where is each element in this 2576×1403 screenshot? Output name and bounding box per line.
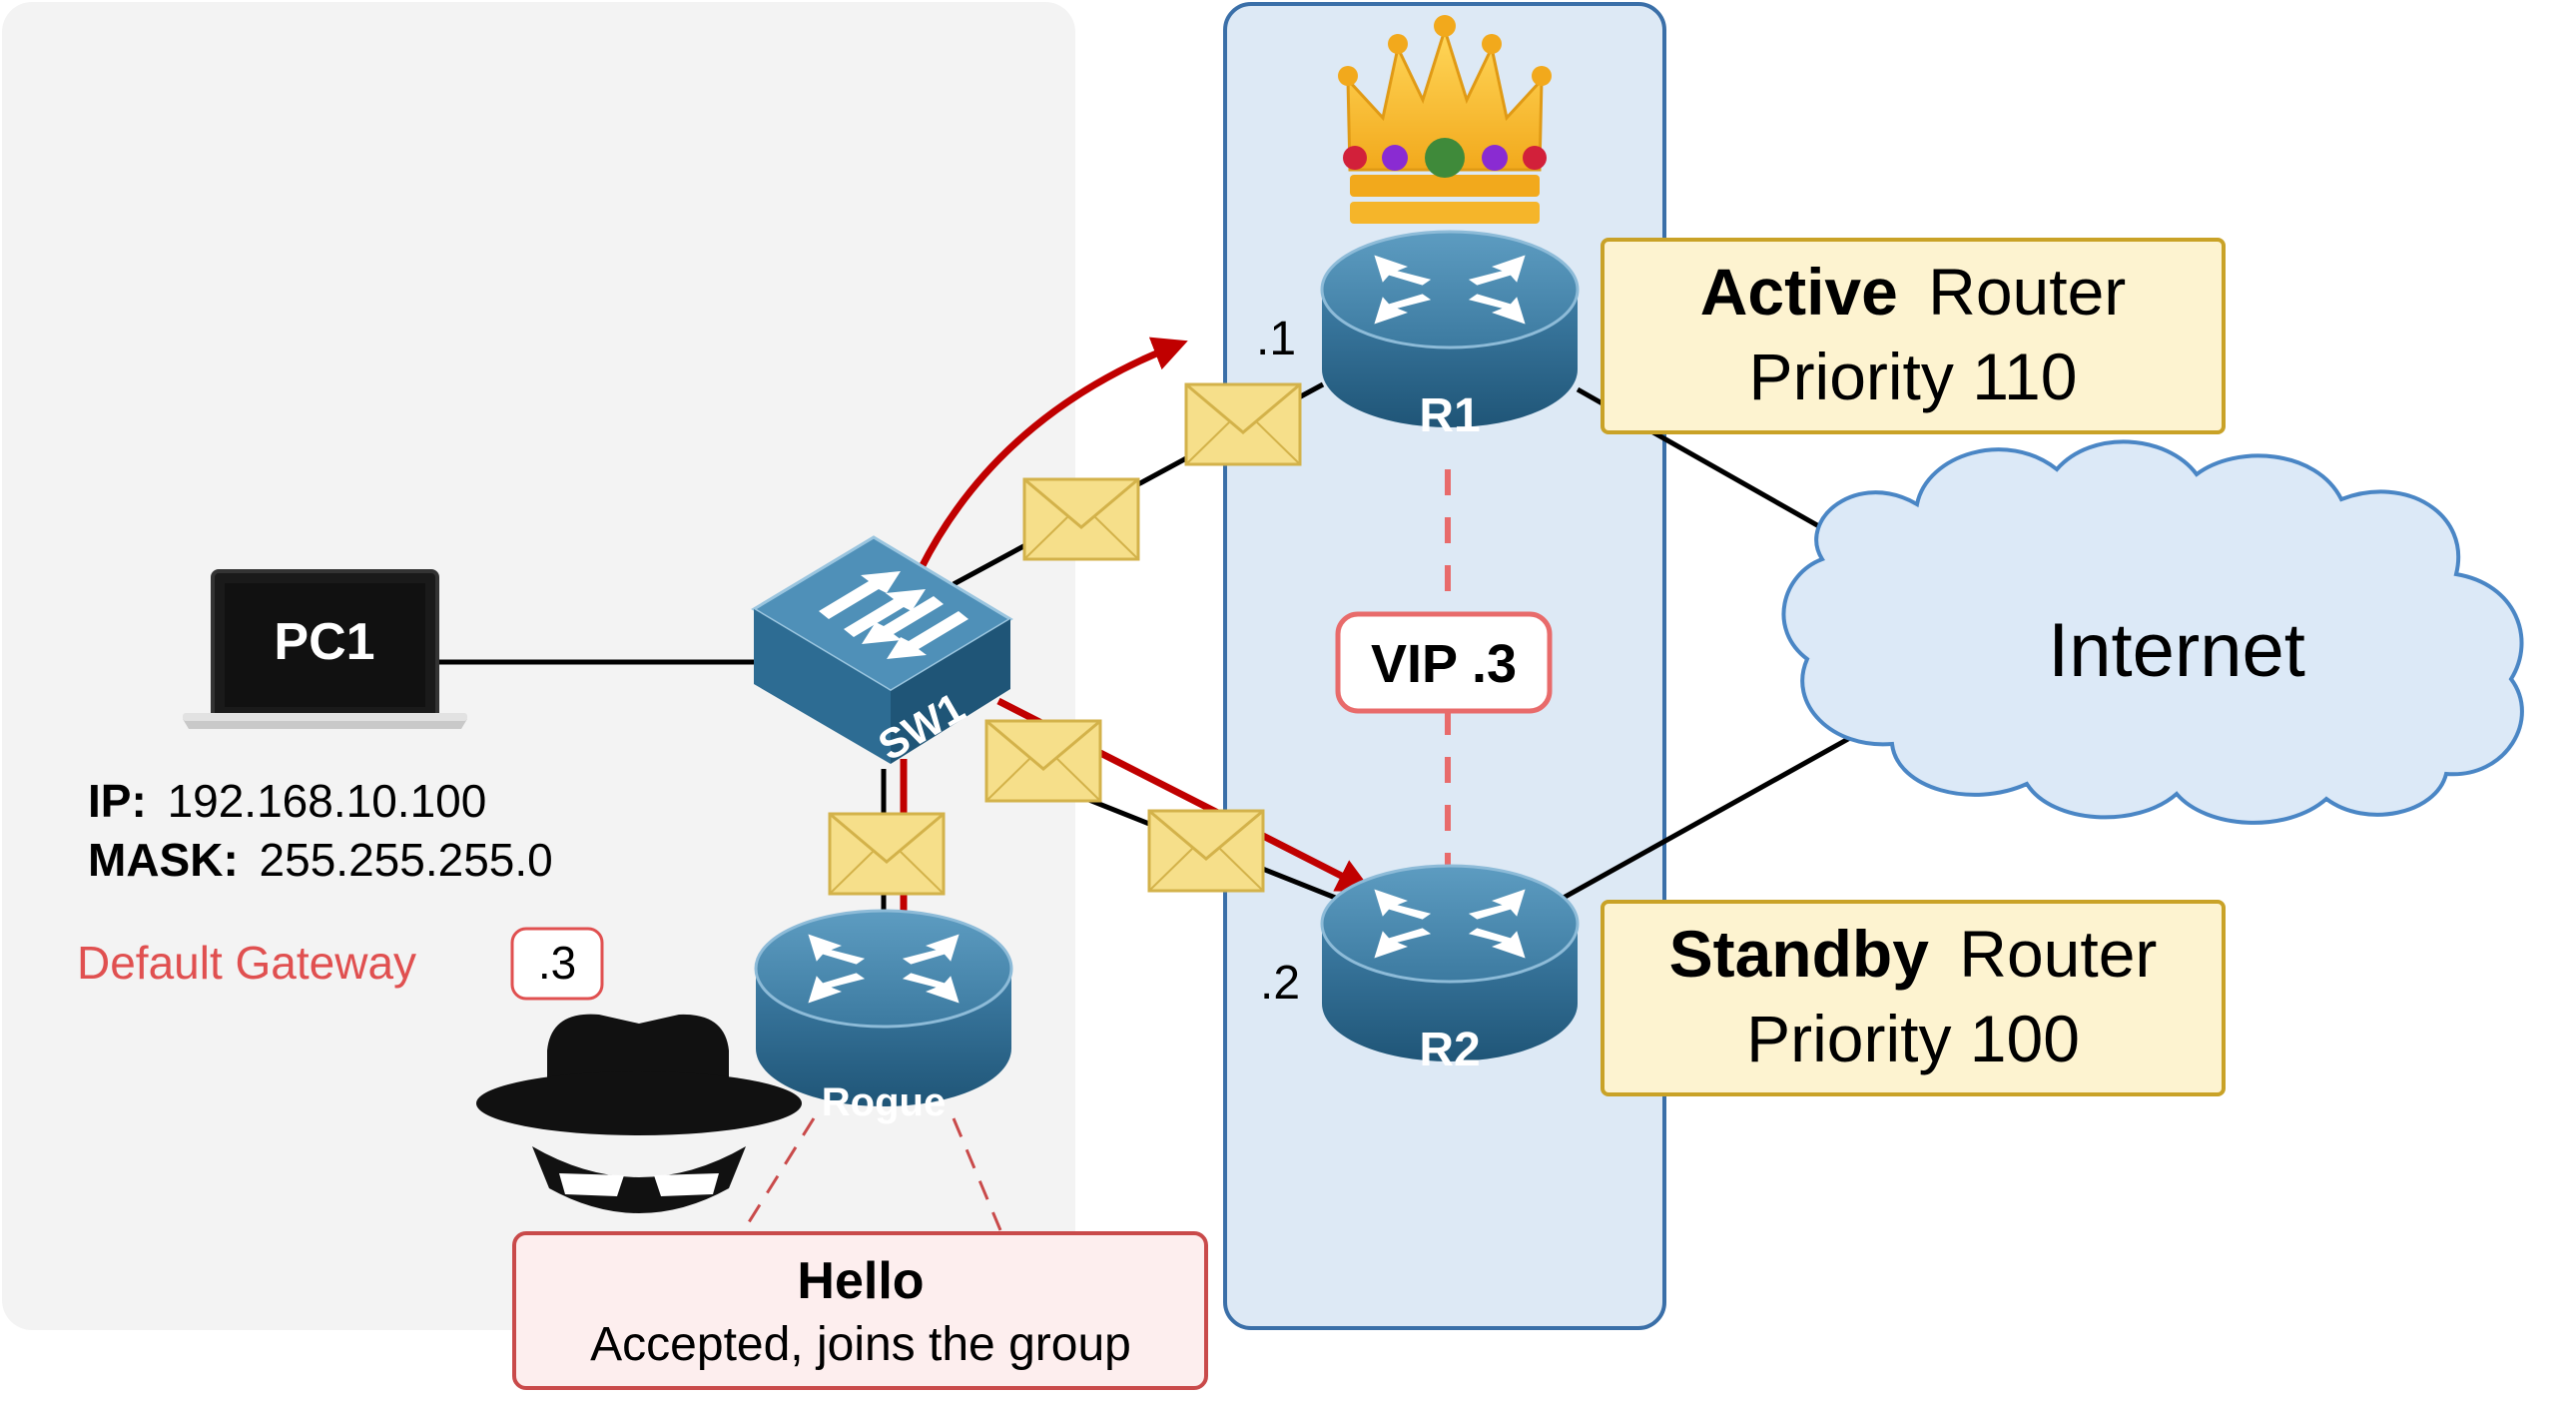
gateway-value-badge xyxy=(510,927,604,1001)
router-r1[interactable]: R1 xyxy=(1320,230,1580,442)
envelope-icon xyxy=(828,812,946,896)
pc1-mask-line: MASK: 255.255.255.0 xyxy=(88,834,553,886)
vip-label: VIP .3 xyxy=(1371,634,1517,694)
attack-arrow-to-r1 xyxy=(917,337,1188,571)
router-rogue[interactable]: Rogue xyxy=(754,909,1013,1124)
pc1-mask-value: 255.255.255.0 xyxy=(260,834,553,886)
envelope-icon xyxy=(1022,477,1140,561)
active-role-box xyxy=(1601,238,2226,434)
r1-ip-suffix: .1 xyxy=(1256,313,1296,365)
envelope-icon xyxy=(1147,809,1265,893)
internet-label: Internet xyxy=(2048,608,2305,693)
standby-role-line: Standby Router xyxy=(1669,917,2158,991)
pc1-ip-value: 192.168.10.100 xyxy=(168,775,487,827)
active-role-bold: Active xyxy=(1700,255,1898,329)
r1-priority: Priority 110 xyxy=(1749,340,2078,413)
pc1-ip-line: IP: 192.168.10.100 xyxy=(88,775,486,827)
rogue-label: Rogue xyxy=(822,1080,946,1124)
standby-role-rest: Router xyxy=(1959,917,2157,991)
envelope-icon xyxy=(1184,382,1302,466)
r2-priority: Priority 100 xyxy=(1746,1002,2080,1075)
pc1-ip-key: IP: xyxy=(88,775,147,827)
hello-subtitle: Accepted, joins the group xyxy=(590,1318,1131,1371)
envelope-icon xyxy=(984,719,1102,803)
pc1-label: PC1 xyxy=(274,613,374,671)
cloud-icon: Internet xyxy=(1781,439,2524,825)
gateway-value: .3 xyxy=(538,937,576,989)
r1-label: R1 xyxy=(1419,389,1480,442)
r2-label: R2 xyxy=(1419,1024,1480,1076)
active-role-line: Active Router xyxy=(1700,255,2127,329)
pc1-mask-key: MASK: xyxy=(88,834,239,886)
laptop-pc1[interactable]: PC1 xyxy=(183,569,467,729)
hello-callout-left xyxy=(742,1117,816,1231)
active-role-rest: Router xyxy=(1928,255,2126,329)
crown-icon xyxy=(1338,15,1552,224)
default-gateway-label: Default Gateway xyxy=(77,937,416,989)
standby-role-bold: Standby xyxy=(1669,917,1930,991)
hacker-icon xyxy=(476,1014,802,1213)
standby-role-box xyxy=(1601,900,2226,1096)
r2-ip-suffix: .2 xyxy=(1260,957,1300,1010)
hello-title: Hello xyxy=(797,1252,924,1310)
vip-badge xyxy=(1335,611,1553,714)
link-r2-internet xyxy=(1551,731,1859,907)
router-r2[interactable]: R2 xyxy=(1320,864,1580,1076)
switch-sw1[interactable]: SW1 xyxy=(751,535,1013,770)
switch-icon xyxy=(819,571,968,659)
hello-box xyxy=(512,1231,1208,1390)
